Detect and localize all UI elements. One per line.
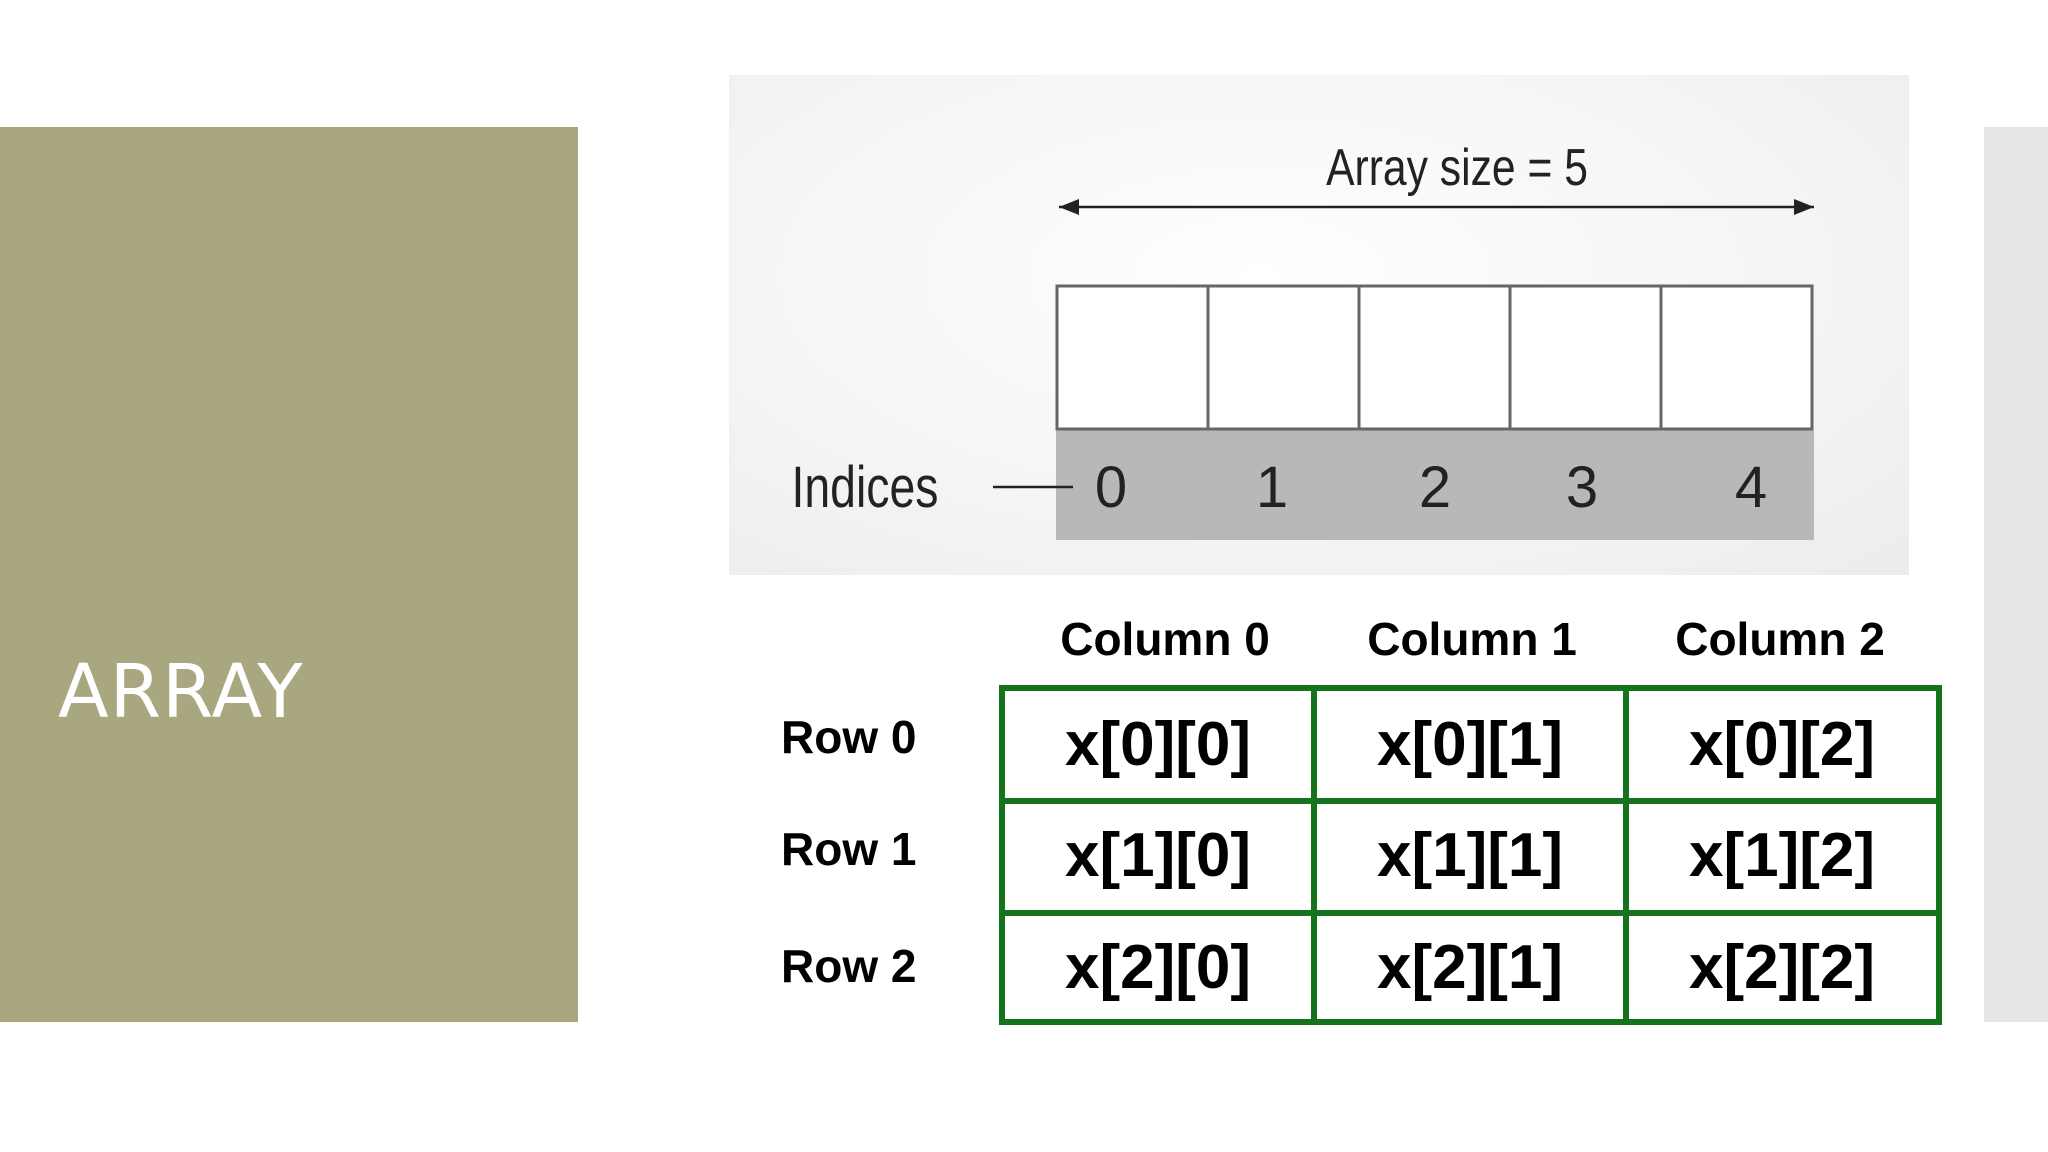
array-cell [1357, 284, 1512, 431]
array-cell [1508, 284, 1663, 431]
grid-cell: x[1][0] [1065, 821, 1251, 890]
row-label-0: Row 0 [781, 711, 916, 763]
index-3: 3 [1566, 455, 1598, 520]
grid-cell: x[0][2] [1689, 710, 1875, 779]
grid-cell: x[1][2] [1689, 821, 1875, 890]
next-slide-edge [1984, 127, 2048, 1022]
array-1d-diagram: Array size = 5 Indices 0 1 2 3 4 [729, 75, 1909, 575]
array-size-arrow [1059, 199, 1814, 215]
array-cell [1055, 284, 1210, 431]
index-2: 2 [1419, 455, 1451, 520]
grid-cell: x[0][1] [1377, 710, 1563, 779]
column-header-2: Column 2 [1675, 613, 1885, 665]
index-1: 1 [1256, 455, 1288, 520]
array-2d-svg: Column 0 Column 1 Column 2 Row 0 Row 1 R… [781, 613, 1942, 1025]
column-header-1: Column 1 [1367, 613, 1577, 665]
grid-cell: x[2][0] [1065, 933, 1251, 1002]
grid-cell: x[0][0] [1065, 710, 1251, 779]
index-4: 4 [1735, 455, 1767, 520]
grid-cell: x[1][1] [1377, 821, 1563, 890]
array-cell [1659, 284, 1814, 431]
grid-cell: x[2][2] [1689, 933, 1875, 1002]
indices-label: Indices [791, 455, 938, 520]
index-band [1056, 430, 1814, 540]
row-label-2: Row 2 [781, 940, 916, 992]
array-size-label: Array size = 5 [1326, 139, 1588, 197]
array-2d-diagram: Column 0 Column 1 Column 2 Row 0 Row 1 R… [729, 590, 1979, 1050]
column-header-0: Column 0 [1060, 613, 1270, 665]
array-cells [1055, 284, 1814, 431]
title-panel: ARRAY [0, 127, 578, 1022]
index-0: 0 [1095, 455, 1127, 520]
row-label-1: Row 1 [781, 823, 916, 875]
array-cell [1206, 284, 1361, 431]
slide-title: ARRAY [58, 649, 304, 735]
grid-outer-border [999, 685, 1942, 1025]
array-1d-svg: Array size = 5 Indices 0 1 2 3 4 [791, 139, 1814, 540]
grid-lines [999, 685, 1942, 1025]
grid-cell: x[2][1] [1377, 933, 1563, 1002]
